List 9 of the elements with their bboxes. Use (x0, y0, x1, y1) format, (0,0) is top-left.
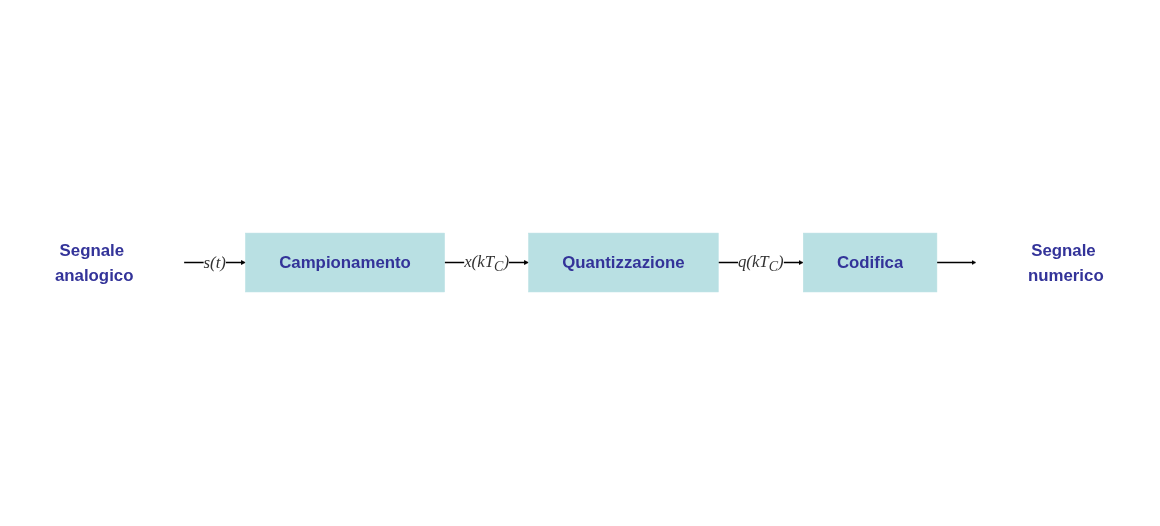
edge-label: x(kT$_{C}$) (464, 252, 509, 275)
edge-label: q(kT$_{C}$) (737, 252, 784, 275)
node-box: Codifica (803, 233, 938, 293)
node-box: Quantizzazione (528, 233, 719, 293)
node-box: Campionamento (245, 233, 445, 293)
node-text: Segnale numerico (1027, 241, 1104, 285)
edge-label: s(t) (203, 253, 226, 273)
arrow (936, 260, 977, 266)
node-text: Segnale analogico (54, 241, 134, 285)
